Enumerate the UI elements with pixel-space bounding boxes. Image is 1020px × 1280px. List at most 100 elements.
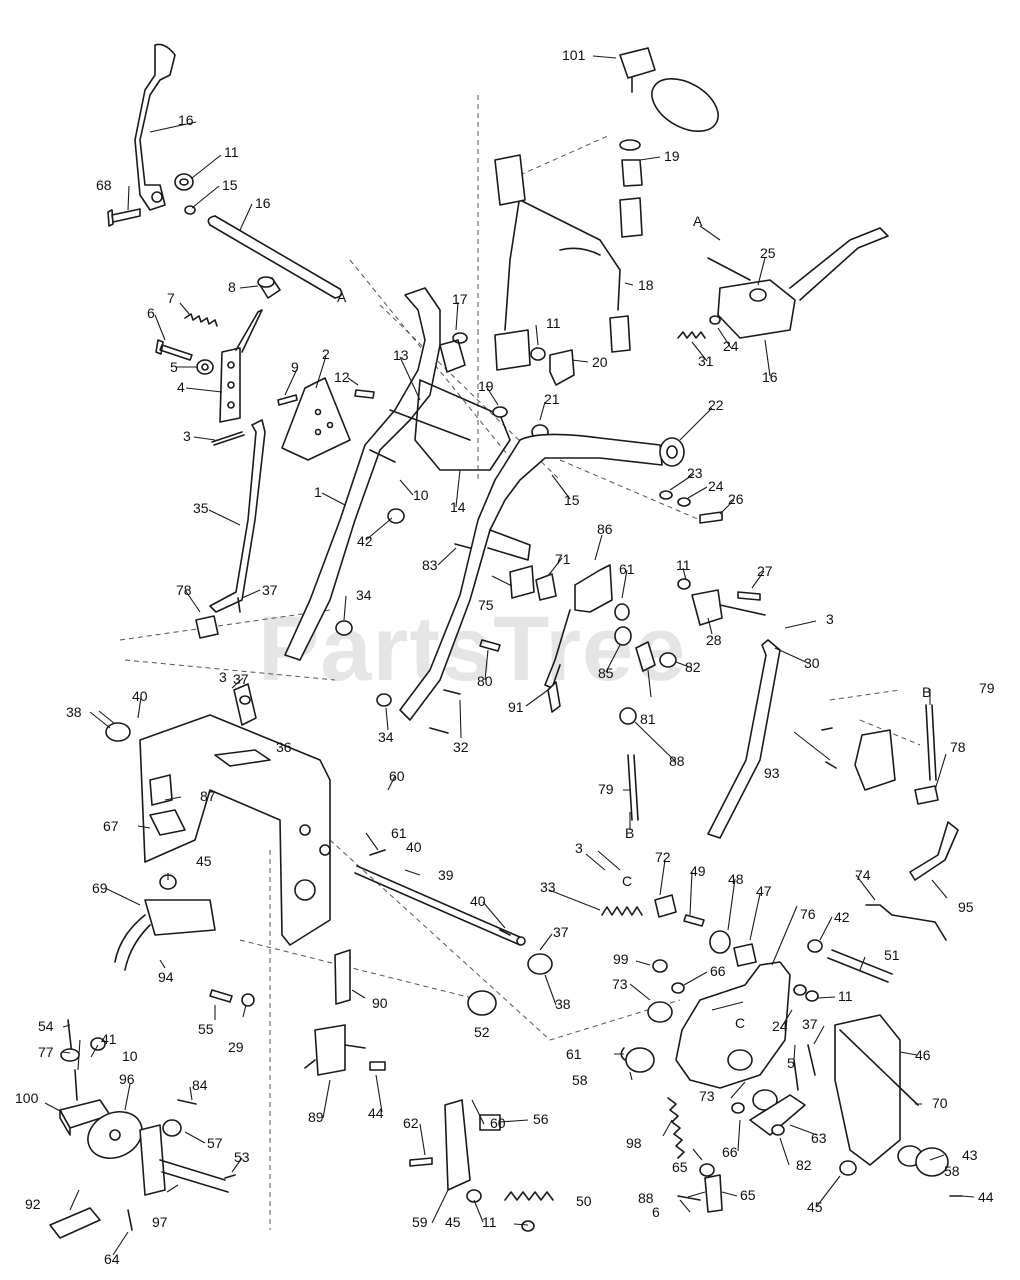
part-bracket-36: [233, 683, 257, 726]
part-nut-82: [659, 652, 677, 668]
callout-52: 52: [474, 1024, 490, 1040]
callout-90: 90: [372, 995, 388, 1011]
part-clevis-65: [704, 1174, 723, 1213]
callout-65b: 65: [740, 1187, 756, 1203]
callout-21: 21: [544, 391, 560, 407]
callout-87: 87: [200, 788, 216, 804]
part-handle-upper: [399, 433, 663, 721]
part-washer-52: [467, 990, 497, 1016]
part-nut-45b: [466, 1189, 482, 1203]
callout-68: 68: [96, 177, 112, 193]
part-nut-29: [241, 993, 255, 1007]
callout-32: 32: [453, 739, 469, 755]
callout-37d: 37: [802, 1016, 818, 1032]
callout-15b: 15: [564, 492, 580, 508]
callout-34: 34: [356, 587, 372, 603]
part-link-59: [444, 1099, 471, 1191]
part-pin-51: [827, 949, 893, 983]
callout-10b: 10: [122, 1048, 138, 1064]
callout-61: 61: [619, 561, 635, 577]
callout-81: 81: [640, 711, 656, 727]
part-clip-40: [369, 849, 511, 936]
part-bolt-62: [409, 1157, 433, 1167]
part-bolt-55: [209, 989, 233, 1003]
callout-74: 74: [855, 867, 871, 883]
part-lever-4: [219, 309, 263, 423]
part-bushing-8: [257, 276, 281, 299]
callout-73: 73: [612, 976, 628, 992]
callout-95: 95: [958, 899, 974, 915]
callout-40b: 40: [406, 839, 422, 855]
callout-12: 12: [334, 369, 350, 385]
part-nut-42b: [807, 939, 823, 953]
callout-67: 67: [103, 818, 119, 834]
part-washer-24b: [709, 315, 721, 325]
part-pin-41: [74, 1069, 78, 1101]
part-rod-16: [207, 215, 343, 299]
part-bracket-28: [691, 589, 766, 626]
callout-A2: A: [693, 213, 703, 229]
callout-43: 43: [962, 1147, 978, 1163]
part-clevis-91: [547, 681, 561, 713]
part-nut-11c: [677, 578, 691, 590]
part-main-plate-67: [139, 714, 331, 946]
part-nut-34b: [376, 693, 392, 707]
part-bracket-93: [821, 727, 896, 791]
callout-50: 50: [576, 1193, 592, 1209]
callout-94: 94: [158, 969, 174, 985]
part-switch-17: [439, 332, 468, 373]
callout-24c: 24: [772, 1018, 788, 1034]
callout-41: 41: [101, 1031, 117, 1047]
callout-1: 1: [314, 484, 322, 500]
callout-54: 54: [38, 1018, 54, 1034]
callout-24: 24: [723, 338, 739, 354]
part-flange-43: [915, 1147, 949, 1177]
callout-9: 9: [291, 359, 299, 375]
callout-B: B: [922, 684, 931, 700]
callout-31: 31: [698, 353, 714, 369]
callout-45c: 45: [807, 1199, 823, 1215]
callout-3d: 3: [575, 840, 583, 856]
callout-28: 28: [706, 632, 722, 648]
part-rod-30: [707, 639, 781, 839]
callout-100: 100: [15, 1090, 39, 1106]
callout-97: 97: [152, 1214, 168, 1230]
part-shaft-97: [139, 1124, 229, 1196]
callout-72: 72: [655, 849, 671, 865]
callout-60b: 60: [490, 1115, 506, 1131]
callout-58b: 58: [944, 1163, 960, 1179]
callout-14: 14: [450, 499, 466, 515]
callout-11c: 11: [676, 557, 691, 573]
callout-78: 78: [176, 582, 192, 598]
callout-66b: 66: [722, 1144, 738, 1160]
part-bracket-75: [509, 565, 535, 599]
callout-4: 4: [177, 379, 185, 395]
part-rod-79b: [925, 704, 937, 781]
callout-33: 33: [540, 879, 556, 895]
part-spring-33: [601, 906, 643, 916]
callout-36: 36: [276, 739, 292, 755]
part-bolt-32: [429, 689, 461, 734]
part-bracket-2: [281, 377, 351, 461]
callout-16: 16: [178, 112, 194, 128]
callout-93: 93: [764, 765, 780, 781]
callout-10: 10: [413, 487, 429, 503]
part-nut-99: [652, 959, 668, 973]
callout-37: 37: [262, 582, 278, 598]
callout-60: 60: [389, 768, 405, 784]
part-washer-23: [659, 490, 673, 500]
callout-38b: 38: [555, 996, 571, 1012]
callout-11: 11: [224, 144, 239, 160]
part-bolt-56: [479, 1114, 501, 1131]
part-lever-63: [749, 1094, 806, 1136]
callout-3: 3: [183, 428, 191, 444]
callout-88b: 88: [638, 1190, 654, 1206]
part-cotter-37: [237, 597, 241, 613]
callout-40: 40: [132, 688, 148, 704]
part-washer-66: [671, 982, 685, 994]
callout-30: 30: [804, 655, 820, 671]
callout-75: 75: [478, 597, 494, 613]
callout-22: 22: [708, 397, 724, 413]
part-lever-86: [544, 564, 613, 689]
